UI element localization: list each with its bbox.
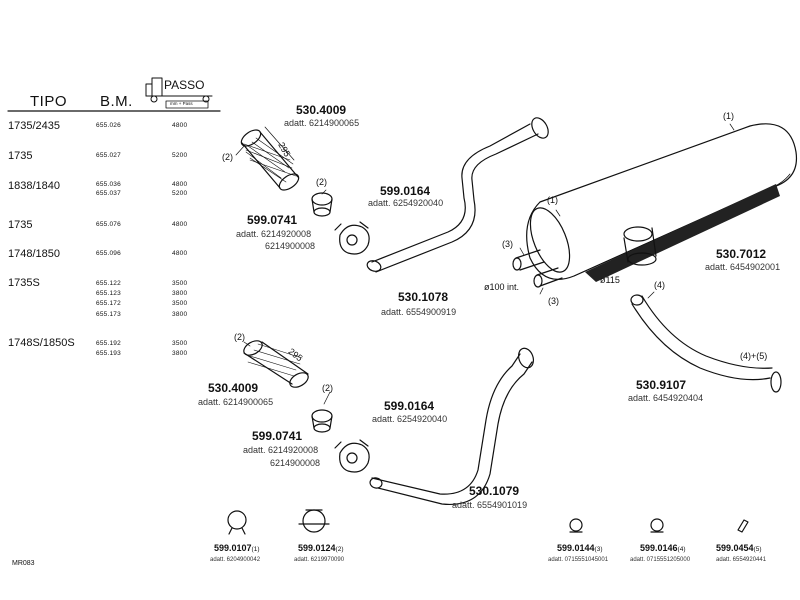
part-number-p2: 599.0164 <box>380 184 431 198</box>
adatt-p4: adatt. 6554900919 <box>381 307 457 317</box>
callout: (2) <box>222 152 233 162</box>
dimension-d115: ø115 <box>600 275 620 285</box>
adatt-p5: adatt. 6454902001 <box>705 262 781 272</box>
clamp-icon-599-0124 <box>298 509 330 533</box>
clamp-adatt-599-0146: adatt. 0715551205000 <box>630 557 691 563</box>
part-number-p7: 530.4009 <box>208 381 259 395</box>
callout: (4) <box>654 280 665 290</box>
clamp-number-599-0144: 599.0144(3) <box>557 543 603 553</box>
part-number-p3: 599.0741 <box>247 213 298 227</box>
pipe-530-1079 <box>369 347 535 506</box>
adatt-p10: adatt. 6554901019 <box>452 500 528 510</box>
flex-pipe-upper <box>240 126 300 191</box>
column-header-passo: PASSO <box>164 78 205 92</box>
flex-pipe-lower <box>243 340 309 388</box>
column-header-passo-sub: mm + Pass <box>170 101 193 106</box>
clamp-adatt-599-0107: adatt. 6204900042 <box>210 557 261 563</box>
silencer-530-7012 <box>512 123 798 288</box>
callout: (1) <box>547 195 558 205</box>
clamp-number-599-0124: 599.0124(2) <box>298 543 344 553</box>
part-number-p9: 599.0741 <box>252 429 303 443</box>
part-number-p10: 530.1079 <box>469 484 520 498</box>
callout: (2) <box>322 383 333 393</box>
column-header-tipo: TIPO <box>30 93 68 110</box>
truck-icon <box>145 77 213 109</box>
callout: (4)+(5) <box>740 351 768 361</box>
adatt-p7: adatt. 6214900065 <box>198 397 274 407</box>
clamp-upper <box>334 221 370 255</box>
clamp-adatt-599-0454: adatt. 6554920441 <box>716 557 767 563</box>
clamp-lower <box>334 439 370 473</box>
clamp-adatt-599-0144: adatt. 0715551045001 <box>548 557 609 563</box>
adatt-p3-2: 6214900008 <box>265 241 316 251</box>
adatt-p9-1: adatt. 6214920008 <box>243 445 319 455</box>
callout: (3) <box>548 296 559 306</box>
adatt-p9-2: 6214900008 <box>270 458 321 468</box>
pipe-530-9107 <box>630 294 782 393</box>
part-number-p4: 530.1078 <box>398 290 449 304</box>
adatt-p8: adatt. 6254920040 <box>372 414 448 424</box>
adatt-p2: adatt. 6254920040 <box>368 198 444 208</box>
drawing-code: MR083 <box>12 560 35 567</box>
column-header-bm: B.M. <box>100 93 133 110</box>
clamp-number-599-0146: 599.0146(4) <box>640 543 686 553</box>
callout: (2) <box>316 177 327 187</box>
callout: (2) <box>234 332 245 342</box>
part-number-p1: 530.4009 <box>296 103 347 117</box>
adatt-p6: adatt. 6454920404 <box>628 393 704 403</box>
sleeve-lower <box>311 409 333 433</box>
clamp-icon-599-0146 <box>650 518 664 533</box>
callout: (1) <box>723 111 734 121</box>
dimension-d100: ø100 int. <box>484 282 520 292</box>
clamp-number-599-0107: 599.0107(1) <box>214 543 260 553</box>
clamp-icon-599-0454 <box>737 519 749 533</box>
part-number-p8: 599.0164 <box>384 399 435 413</box>
adatt-p3-1: adatt. 6214920008 <box>236 229 312 239</box>
clamp-icon-599-0107 <box>227 510 247 535</box>
adatt-p1: adatt. 6214900065 <box>284 118 360 128</box>
part-number-p6: 530.9107 <box>636 378 687 392</box>
callout: (3) <box>502 239 513 249</box>
part-number-p5: 530.7012 <box>716 247 767 261</box>
pipe-530-1078 <box>366 117 549 273</box>
clamp-icon-599-0144 <box>569 518 583 533</box>
clamp-adatt-599-0124: adatt. 6219970090 <box>294 557 345 563</box>
clamp-number-599-0454: 599.0454(5) <box>716 543 762 553</box>
leader-lines <box>235 123 735 405</box>
sleeve-upper <box>311 192 333 217</box>
